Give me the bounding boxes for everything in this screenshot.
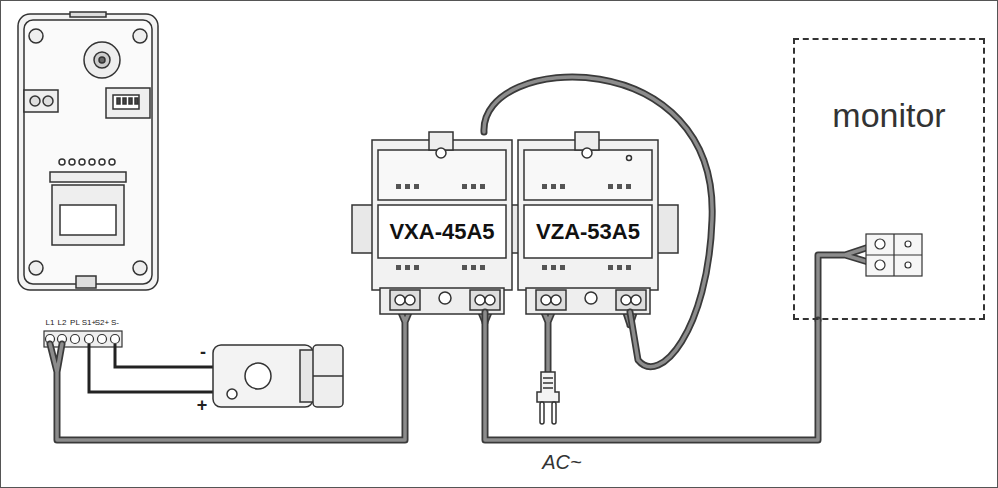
supply-label: AC~ — [542, 452, 581, 472]
pin-name: L2 — [58, 319, 67, 327]
pin-name: S- — [111, 319, 119, 327]
monitor-terminal — [866, 234, 922, 276]
polarity-sign: + — [197, 396, 208, 414]
node-label: monitor — [795, 92, 983, 138]
door-panel — [18, 12, 158, 290]
terminal-block — [44, 331, 122, 347]
electric-lock — [213, 345, 343, 407]
pin-name: S2+ — [95, 319, 109, 327]
node-label: VZA-53A5 — [524, 205, 652, 258]
cable-core — [484, 77, 712, 367]
polarity-sign: - — [200, 343, 206, 361]
cable-outline — [484, 77, 712, 367]
cable-outline — [485, 312, 818, 440]
pin-name: S1+ — [82, 319, 96, 327]
cable-core — [485, 312, 818, 440]
cable-connector — [485, 312, 818, 440]
pin-name: PL — [70, 319, 80, 327]
pin-name: L1 — [46, 319, 55, 327]
device-module: VXA-45A5 — [372, 132, 512, 312]
cable-connector — [484, 77, 712, 367]
monitor-box: monitor — [793, 38, 985, 320]
din-module — [352, 132, 678, 314]
device-module: VZA-53A5 — [518, 132, 658, 312]
lock-wire — [89, 344, 215, 392]
node-label: VXA-45A5 — [378, 205, 506, 258]
mains-plug — [537, 372, 559, 424]
